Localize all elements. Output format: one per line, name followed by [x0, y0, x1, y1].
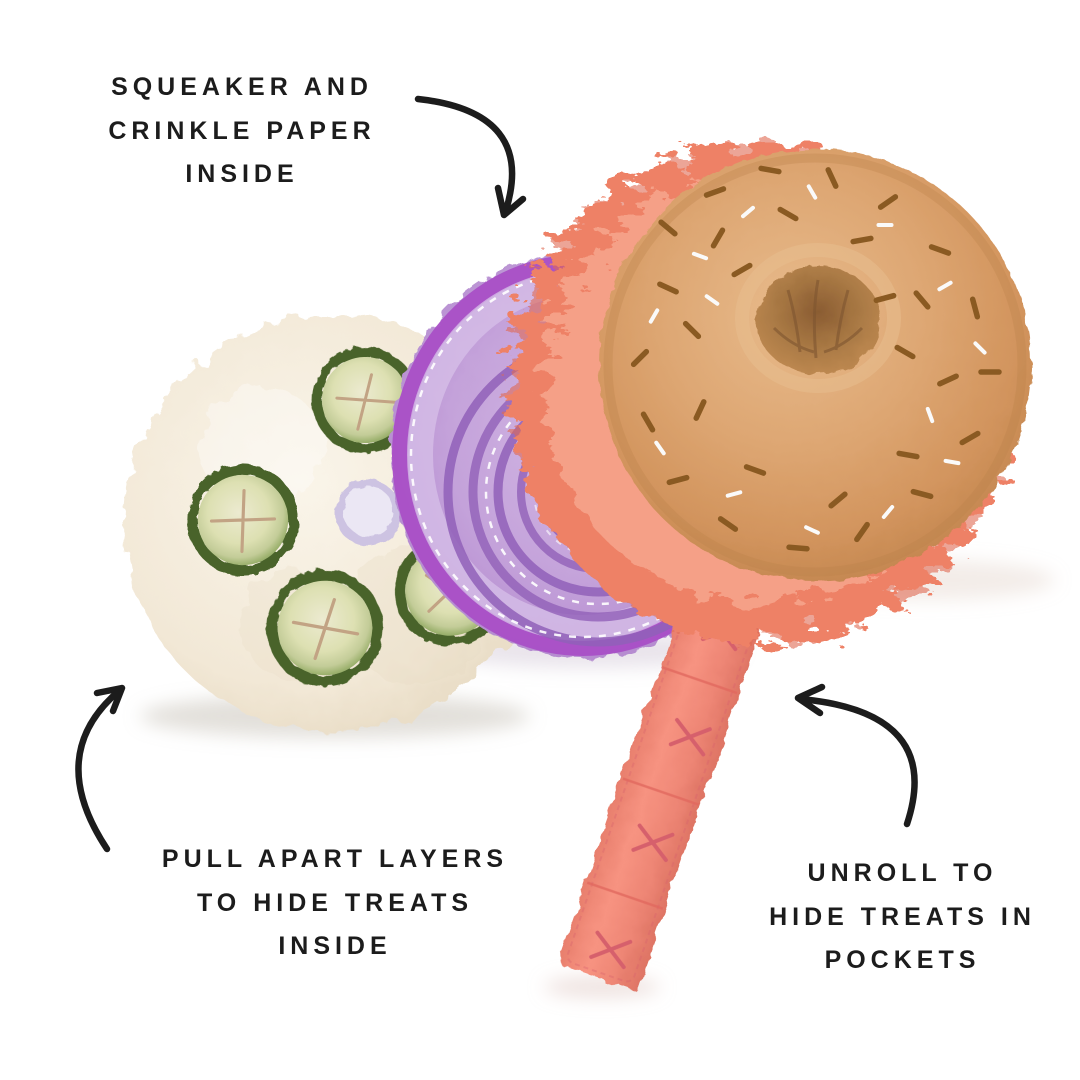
seed-stitch — [806, 184, 818, 200]
cucumber-slice — [187, 464, 299, 576]
bagel-seeds — [630, 165, 1002, 552]
annotation-line: SQUEAKER AND — [111, 73, 373, 101]
seed-stitch — [937, 280, 953, 292]
seed-stitch — [804, 525, 820, 535]
seed-stitch — [717, 516, 739, 532]
seed-stitch — [691, 251, 709, 261]
annotation-arrows — [75, 95, 918, 853]
annotation-line: TO HIDE TREATS — [196, 888, 474, 917]
annotation-line: INSIDE — [185, 160, 299, 188]
seed-stitch — [854, 521, 870, 543]
seed-stitch — [743, 464, 767, 476]
annotation-unroll-text: UNROLL TO HIDE TREATS IN POCKETS — [730, 852, 1075, 983]
seed-stitch — [710, 227, 726, 249]
seed-stitch — [873, 292, 897, 304]
seed-stitch — [925, 406, 935, 424]
seed-stitch — [969, 296, 981, 320]
seed-stitch — [894, 344, 916, 360]
velcro-dot — [335, 480, 401, 546]
seed-stitch — [693, 399, 707, 421]
bagel-layer — [599, 149, 1031, 581]
seed-stitch — [943, 458, 961, 466]
cucumber-slice — [266, 569, 384, 687]
seed-stitch — [682, 320, 702, 340]
annotation-line: INSIDE — [278, 932, 392, 960]
bagel-hole-folds — [772, 279, 864, 359]
annotation-line: CRINKLE PAPER — [108, 116, 376, 145]
seed-stitch — [654, 440, 666, 456]
seed-stitch — [850, 235, 874, 245]
seed-stitch — [657, 281, 679, 295]
seed-stitch — [881, 505, 895, 519]
seed-stitch — [825, 167, 839, 189]
seed-stitch — [640, 411, 656, 433]
annotation-line: PULL APART LAYERS — [161, 845, 509, 873]
arrow-pull-apart — [75, 684, 126, 853]
seed-stitch — [937, 373, 959, 387]
annotation-pull-apart-text: PULL APART LAYERS TO HIDE TREATS INSIDE — [110, 838, 560, 969]
seed-stitch — [758, 165, 782, 175]
annotation-squeaker-text: SQUEAKER AND CRINKLE PAPER INSIDE — [52, 66, 432, 197]
annotation-line: UNROLL TO — [807, 859, 998, 887]
seed-stitch — [741, 205, 755, 219]
seed-stitch — [725, 490, 743, 498]
seed-stitch — [828, 491, 848, 509]
seed-stitch — [703, 186, 727, 198]
seed-stitch — [910, 488, 934, 500]
annotation-line: HIDE TREATS IN — [769, 902, 1036, 931]
seed-stitch — [786, 544, 810, 552]
seed-stitch — [648, 308, 660, 324]
seed-stitch — [896, 450, 920, 460]
seed-stitch — [877, 194, 899, 210]
seed-stitch — [666, 474, 690, 486]
seed-stitch — [630, 348, 650, 368]
seed-stitch — [913, 290, 931, 310]
seed-stitch — [928, 244, 952, 256]
seed-stitch — [658, 219, 678, 237]
seed-stitch — [959, 430, 981, 446]
arrow-squeaker — [414, 95, 527, 219]
seed-stitch — [704, 294, 720, 306]
seed-stitch — [731, 262, 753, 278]
seed-stitch — [777, 206, 799, 222]
annotation-line: POCKETS — [824, 946, 981, 974]
arrow-unroll — [794, 683, 918, 828]
seed-stitch — [973, 341, 987, 355]
